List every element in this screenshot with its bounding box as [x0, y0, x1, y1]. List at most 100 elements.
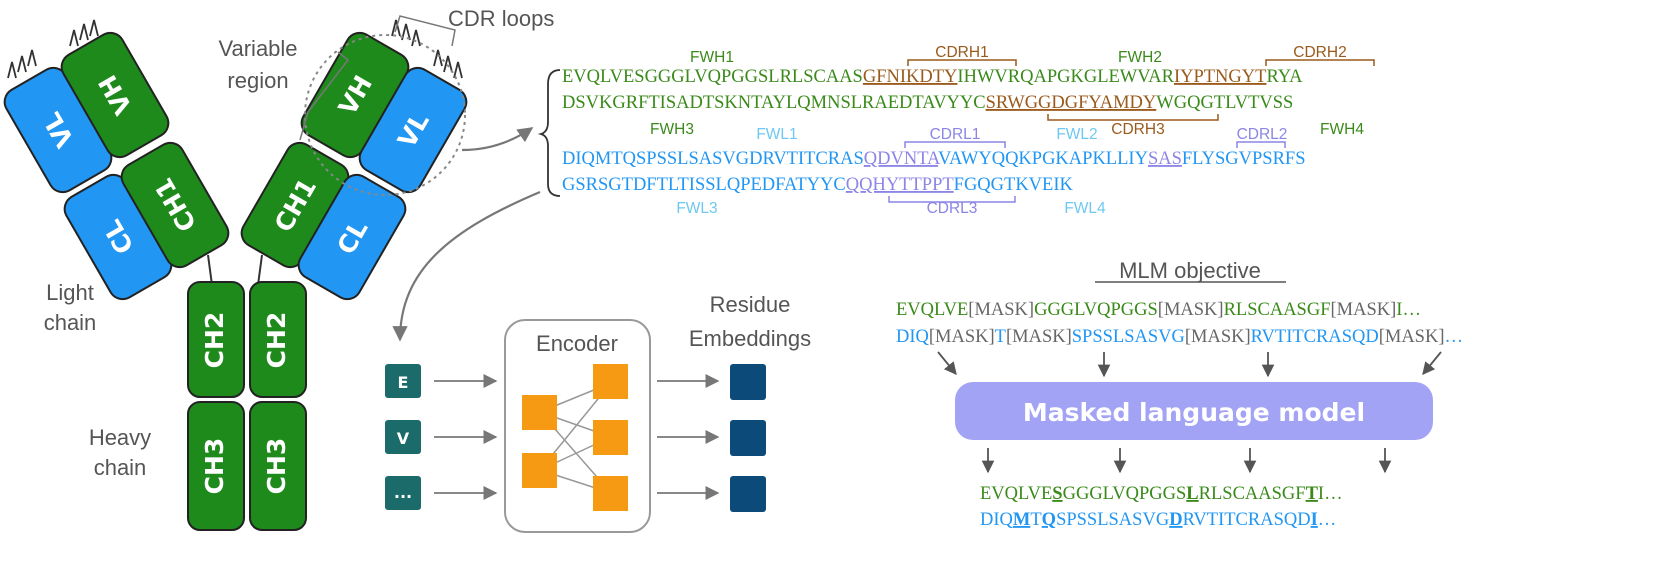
- heavy-chain-label-1: Heavy: [89, 425, 151, 450]
- mlm-masked-line-2: DIQ[MASK]T[MASK]SPSSLSASVG[MASK]RVTITCRA…: [896, 327, 1463, 347]
- sequence-segment: D: [1169, 510, 1182, 530]
- left-ch2-domain: CH2: [187, 281, 245, 398]
- encoder-node: [593, 476, 628, 511]
- heavy-seq-line-2: DSVKGRFTISADTSKNTAYLQMNSLRAEDTAVYYCSRWGG…: [562, 93, 1293, 113]
- right-vl-domain: VL: [358, 66, 468, 194]
- sequence-segment: …: [1318, 510, 1337, 530]
- sequence-segment: EVQLVE: [896, 300, 968, 320]
- right-cl-domain: CL: [297, 173, 407, 301]
- right-ch3-domain: CH3: [249, 401, 307, 531]
- embeddings-title-1: Residue: [710, 292, 791, 317]
- heavy-chain-label-2: chain: [94, 455, 147, 480]
- sequence-segment: RYA: [1266, 67, 1303, 87]
- left-vh-domain: VH: [60, 31, 170, 159]
- sequence-segment: QDVNTA: [864, 149, 941, 169]
- sequence-segment: GFNIKDTY: [863, 67, 958, 87]
- fwh4-label: FWH4: [1320, 121, 1364, 138]
- fwl2-label: FWL2: [1056, 126, 1097, 143]
- sequence-segment: [MASK]: [968, 300, 1034, 320]
- sequence-segment: DIQ: [980, 510, 1014, 530]
- sequence-segment: WGQGTLVTVSS: [1156, 93, 1293, 113]
- sequence-panel: EVQLVESGGGLVQPGGSLRLSCAASGFNIKDTYIHWVRQA…: [537, 44, 1375, 217]
- embeddings-title-2: Embeddings: [689, 326, 811, 351]
- variable-region-label-1: Variable: [218, 36, 297, 61]
- sequence-segment: EVQLVE: [980, 484, 1052, 504]
- sequence-segment: FGQGTKVEIK: [954, 175, 1074, 195]
- sequence-segment: SPSSLSASVG: [1056, 510, 1169, 530]
- encoder-title: Encoder: [536, 331, 618, 356]
- sequence-segment: [MASK]: [1006, 327, 1072, 347]
- sequence-segment: SRWGGDGFYAMDY: [986, 93, 1157, 113]
- sequence-segment: GGGLVQPGGS: [1063, 484, 1187, 504]
- fwh2-label: FWH2: [1118, 49, 1162, 66]
- sequence-segment: DSVKGRFTISADTSKNTAYLQMNSLRAEDTAVYYC: [562, 93, 986, 113]
- masked-language-model-box: [955, 382, 1433, 440]
- sequence-segment: GSRSGTDFTLTISSLQPEDFATYYC: [562, 175, 846, 195]
- sequence-segment: RVTITCRASQD: [1183, 510, 1311, 530]
- sequence-segment: IHWVRQAPGKGLEWVAR: [957, 67, 1174, 87]
- antibody-structure: VL VH CL CH1 VH VL CH1: [3, 6, 554, 531]
- svg-text:CH3: CH3: [262, 438, 291, 495]
- encoder-node: [522, 395, 557, 430]
- light-chain-label-1: Light: [46, 280, 94, 305]
- sequence-segment: RLSCAASGF: [1224, 300, 1331, 320]
- sequence-segment: M: [1013, 510, 1030, 530]
- sequence-segment: EVQLVESGGGLVQPGGSLRLSCAAS: [562, 67, 863, 87]
- svg-text:CH2: CH2: [200, 312, 229, 369]
- sequence-segment: T: [1030, 510, 1041, 530]
- cdr-loop-squiggles: [7, 19, 463, 79]
- light-seq-line-1: DIQMTQSPSSLSASVGDRVTITCRASQDVNTAVAWYQQKP…: [562, 149, 1306, 169]
- embedding-box: [730, 420, 766, 456]
- svg-text:E: E: [398, 373, 409, 392]
- sequence-segment: SAS: [1148, 149, 1182, 169]
- sequence-segment: SPSSLSASVG: [1072, 327, 1185, 347]
- cdrh1-label: CDRH1: [935, 44, 988, 61]
- left-cl-domain: CL: [63, 173, 173, 301]
- fwl3-label: FWL3: [676, 200, 717, 217]
- encoder-node: [593, 420, 628, 455]
- cdrh3-label: CDRH3: [1111, 121, 1164, 138]
- sequence-segment: …: [1444, 327, 1463, 347]
- sequence-segment: [MASK]: [1185, 327, 1251, 347]
- sequence-segment: T: [995, 327, 1006, 347]
- sequence-segment: FLYSGVPSRFS: [1182, 149, 1306, 169]
- mlm-pred-line-1: EVQLVESGGGLVQPGGSLRLSCAASGFTI…: [980, 484, 1343, 504]
- token-box: V: [385, 420, 421, 454]
- cdr-loops-label: CDR loops: [448, 6, 554, 31]
- sequence-segment: [MASK]: [1331, 300, 1397, 320]
- sequence-segment: T: [1306, 484, 1319, 504]
- svg-text:...: ...: [394, 483, 412, 502]
- sequence-segment: [MASK]: [929, 327, 995, 347]
- encoder-node: [522, 453, 557, 488]
- embedding-box: [730, 364, 766, 400]
- fwl1-label: FWL1: [756, 126, 797, 143]
- sequence-segment: [MASK]: [1158, 300, 1224, 320]
- sequence-brace: [537, 69, 561, 197]
- sequence-segment: [MASK]: [1379, 327, 1445, 347]
- mlm-masked-line-1: EVQLVE[MASK]GGGLVQPGGS[MASK]RLSCAASGF[MA…: [896, 300, 1421, 320]
- sequence-segment: Q: [1042, 510, 1056, 530]
- light-seq-line-2: GSRSGTDFTLTISSLQPEDFATYYCQQHYTTPPTFGQGTK…: [562, 175, 1074, 195]
- sequence-segment: I…: [1318, 484, 1343, 504]
- fwl4-label: FWL4: [1064, 200, 1106, 217]
- svg-text:CH3: CH3: [200, 438, 229, 495]
- sequence-segment: RVTITCRASQD: [1251, 327, 1379, 347]
- variable-region-label-2: region: [227, 68, 288, 93]
- to-sequence-arrow: [461, 127, 534, 152]
- sequence-segment: I…: [1396, 300, 1421, 320]
- fwh3-label: FWH3: [650, 121, 694, 138]
- to-encoder-arrow: [392, 190, 541, 342]
- sequence-segment: DIQ: [896, 327, 930, 347]
- cdrl3-label: CDRL3: [927, 200, 978, 217]
- encoder-node: [593, 364, 628, 399]
- masked-language-model-label: Masked language model: [1023, 398, 1365, 427]
- cdrl1-label: CDRL1: [930, 126, 981, 143]
- right-ch2-domain: CH2: [249, 281, 307, 398]
- cdrh2-label: CDRH2: [1293, 44, 1346, 61]
- light-chain-label-2: chain: [44, 310, 97, 335]
- sequence-segment: I: [1311, 510, 1318, 530]
- mlm-title: MLM objective: [1119, 258, 1261, 283]
- sequence-segment: QQHYTTPPT: [846, 175, 954, 195]
- cdr-loops-bracket: [394, 15, 456, 47]
